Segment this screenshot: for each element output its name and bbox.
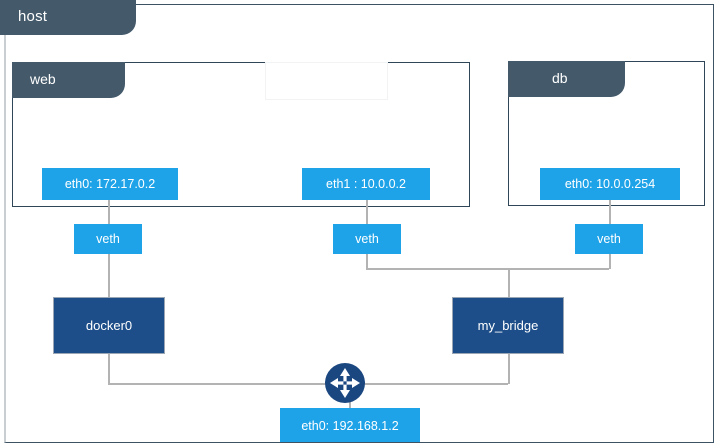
bridge-docker0[interactable]: docker0 — [53, 297, 165, 354]
interface-host-eth0[interactable]: eth0: 192.168.1.2 — [280, 410, 420, 442]
veth-web-eth0[interactable]: veth — [74, 224, 142, 254]
interface-web-eth0[interactable]: eth0: 172.17.0.2 — [42, 168, 178, 200]
bridge-my-bridge[interactable]: my_bridge — [452, 297, 564, 354]
edge-veth-join-horizontal — [366, 268, 609, 270]
edge-web-eth0-to-veth — [108, 200, 110, 226]
veth-db-eth0[interactable]: veth — [575, 224, 643, 254]
edge-bottom-bus-horizontal — [108, 383, 508, 385]
interface-db-eth0[interactable]: eth0: 10.0.0.254 — [540, 168, 680, 200]
edge-veth-to-docker0 — [108, 254, 110, 299]
edge-db-eth0-to-veth — [609, 200, 611, 226]
edge-my-bridge-to-bus — [508, 354, 510, 384]
veth-web-eth1[interactable]: veth — [333, 224, 401, 254]
edge-veth-mid-drop — [366, 254, 368, 269]
edge-docker0-to-bus — [108, 354, 110, 384]
interface-web-eth1[interactable]: eth1 : 10.0.0.2 — [302, 168, 430, 200]
edge-host-eth0-top-rule — [280, 408, 420, 410]
host-header-tab: host — [0, 0, 136, 35]
namespace-db-header-tab: db — [508, 61, 625, 97]
edge-veth-db-drop — [609, 254, 611, 269]
edge-join-to-my-bridge — [508, 268, 510, 299]
namespace-web-header-tab: web — [12, 62, 125, 98]
host-label: host — [18, 8, 48, 25]
edge-web-eth1-to-veth — [366, 200, 368, 226]
namespace-web-label: web — [30, 71, 56, 87]
edge-router-to-host-eth0 — [349, 396, 351, 412]
router-icon[interactable] — [324, 362, 366, 404]
web-inner-placeholder-rect — [265, 62, 388, 100]
namespace-db-label: db — [552, 70, 568, 86]
